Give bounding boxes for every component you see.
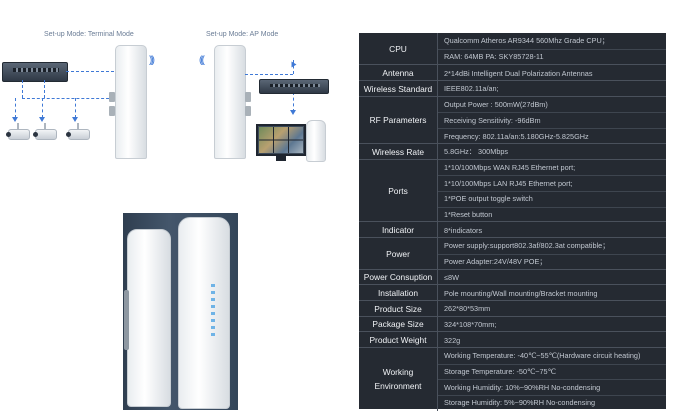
divider xyxy=(438,175,666,177)
spec-value: 1*Reset button xyxy=(444,210,493,220)
divider xyxy=(438,253,666,255)
spec-row: Power Power supply:support802.3af/802.3at… xyxy=(359,237,666,270)
arrow-icon xyxy=(12,117,18,122)
spec-label: Product Size xyxy=(359,300,438,317)
spec-row: CPU Qualcomm Atheros AR9344 560Mhz Grade … xyxy=(359,33,666,65)
spec-value: Pole mounting/Wall mounting/Bracket moun… xyxy=(444,288,598,298)
spec-value: Qualcomm Atheros AR9344 560Mhz Grade CPU… xyxy=(444,35,610,45)
spec-row: Wireless Standard IEEE802.11a/an; xyxy=(359,80,666,97)
arrow-icon xyxy=(72,117,78,122)
spec-label: Product Weight xyxy=(359,332,438,348)
spec-value: RAM: 64MB PA: SKY85728-11 xyxy=(444,52,544,62)
link-line xyxy=(245,74,293,75)
spec-label: CPU xyxy=(359,33,438,65)
spec-label: Ports xyxy=(359,159,438,223)
terminal-mode-label: Set-up Mode: Terminal Mode xyxy=(44,31,134,38)
spec-value: Output Power : 500mW(27dBm) xyxy=(444,100,548,110)
ip-camera-icon xyxy=(66,123,90,140)
divider xyxy=(438,395,666,397)
spec-value: 262*80*53mm xyxy=(444,304,491,314)
link-line xyxy=(22,80,23,98)
link-line xyxy=(75,98,76,118)
spec-label: RF Parameters xyxy=(359,96,438,144)
link-line xyxy=(66,71,114,72)
spec-value: Storage Humidity: 5%~90%RH No-condensing xyxy=(444,398,596,408)
link-line xyxy=(44,80,45,98)
link-line xyxy=(15,98,16,118)
wifi-icon: ((( xyxy=(199,55,205,66)
spec-row: Wireless Rate 5.8GHz： 300Mbps xyxy=(359,142,666,160)
spec-label: Wireless Standard xyxy=(359,81,438,97)
spec-value: Storage Temperature: -50℃~75℃ xyxy=(444,367,556,377)
spec-row: Power Consuption ≤8W xyxy=(359,268,666,286)
spec-row: Installation Pole mounting/Wall mounting/… xyxy=(359,284,666,301)
wifi-icon: ))) xyxy=(149,55,155,66)
cpe-device-side xyxy=(178,217,230,409)
ap-mode-label: Set-up Mode: AP Mode xyxy=(206,31,279,38)
spec-row: RF Parameters Output Power : 500mW(27dBm)… xyxy=(359,95,666,144)
spec-value: 5.8GHz： 300Mbps xyxy=(444,146,509,156)
spec-value: 8*indicators xyxy=(444,225,483,235)
divider xyxy=(438,48,666,50)
link-line xyxy=(293,92,294,112)
divider xyxy=(438,363,666,365)
divider xyxy=(438,206,666,208)
cpe-device-front xyxy=(124,229,171,407)
spec-row: Product Weight 322g xyxy=(359,331,666,348)
spec-label: Package Size xyxy=(359,316,438,333)
monitor-icon xyxy=(256,124,306,161)
cpe-device xyxy=(109,45,147,159)
spec-row: Ports 1*10/100Mbps WAN RJ45 Ethernet port… xyxy=(359,158,666,223)
ip-camera-icon xyxy=(33,123,57,140)
client-cpe-device xyxy=(306,120,326,162)
divider xyxy=(438,128,666,130)
spec-value: Power Adapter:24V/48V POE； xyxy=(444,256,547,266)
arrow-icon xyxy=(290,110,296,115)
arrow-icon xyxy=(39,117,45,122)
network-switch xyxy=(259,79,329,94)
spec-value: Working Temperature: -40℃~55℃(Hardware c… xyxy=(444,351,641,361)
spec-table: CPU Qualcomm Atheros AR9344 560Mhz Grade … xyxy=(359,33,666,411)
spec-label: Antenna xyxy=(359,65,438,82)
spec-row: Indicator 8*indicators xyxy=(359,221,666,239)
link-line xyxy=(22,98,114,99)
spec-label: Wireless Rate xyxy=(359,143,438,160)
spec-value: ≤8W xyxy=(444,272,459,282)
link-line xyxy=(293,60,294,74)
link-line xyxy=(42,98,43,118)
cpe-device xyxy=(214,45,251,159)
ip-camera-icon xyxy=(6,123,30,140)
product-photo xyxy=(123,213,238,410)
spec-value: 324*108*70mm; xyxy=(444,319,497,329)
spec-label: Power Consuption xyxy=(359,269,438,286)
spec-value: Working Humidity: 10%~90%RH No-condensin… xyxy=(444,382,601,392)
spec-value: IEEE802.11a/an; xyxy=(444,84,499,94)
spec-value: 1*10/100Mbps WAN RJ45 Ethernet port; xyxy=(444,162,576,172)
spec-value: 1*10/100Mbps LAN RJ45 Ethernet port; xyxy=(444,178,573,188)
spec-label: Power xyxy=(359,238,438,270)
divider xyxy=(438,112,666,114)
spec-label: Working Environment xyxy=(359,348,438,411)
spec-value: Power supply:support802.3af/802.3at comp… xyxy=(444,240,610,250)
spec-label: Installation xyxy=(359,285,438,301)
spec-value: Receiving Sensitivity: -96dBm xyxy=(444,115,541,125)
spec-row: Antenna 2*14dBi Intelligent Dual Polariza… xyxy=(359,64,666,82)
spec-row: Package Size 324*108*70mm; xyxy=(359,315,666,333)
spec-value: 1*POE output toggle switch xyxy=(444,194,533,204)
spec-row: Working Environment Working Temperature: … xyxy=(359,347,666,411)
spec-value: 322g xyxy=(444,335,461,345)
divider xyxy=(438,379,666,381)
spec-value: 2*14dBi Intelligent Dual Polarization An… xyxy=(444,68,593,78)
spec-label: Indicator xyxy=(359,222,438,239)
spec-row: Product Size 262*80*53mm xyxy=(359,299,666,317)
divider xyxy=(438,190,666,192)
spec-value: Frequency: 802.11a/an:5.180GHz-5.825GHz xyxy=(444,131,589,141)
network-switch xyxy=(2,62,68,82)
led-indicators xyxy=(211,284,215,336)
